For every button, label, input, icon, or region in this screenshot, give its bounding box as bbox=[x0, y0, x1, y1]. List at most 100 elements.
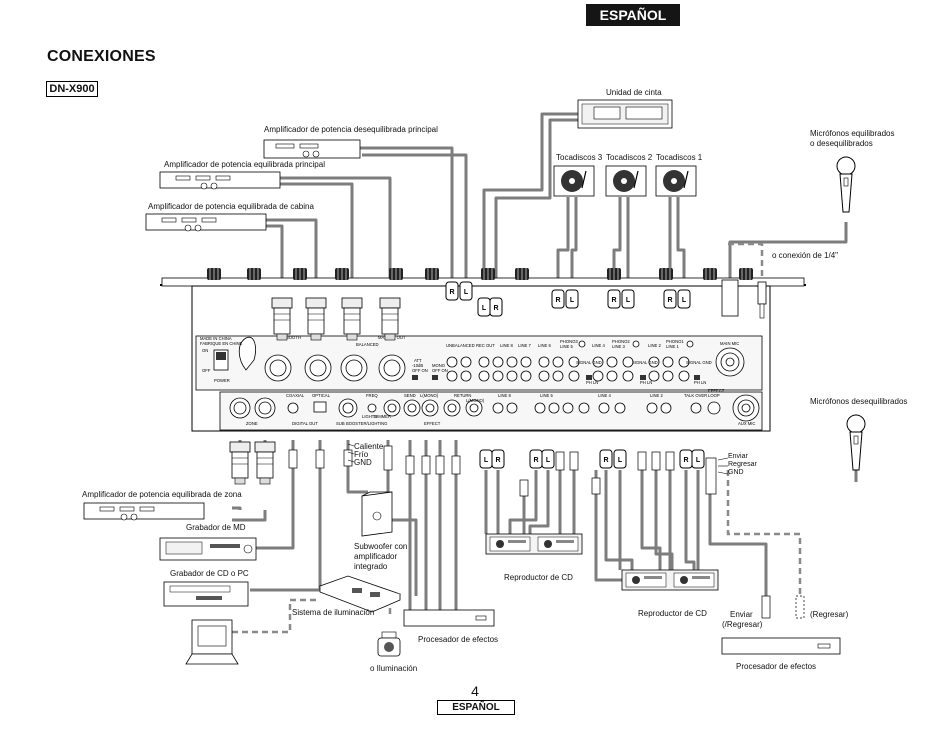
page-number: 4 bbox=[471, 683, 479, 699]
label-subwoofer-3: integrado bbox=[354, 562, 388, 571]
rca-plug-label: L bbox=[696, 457, 701, 464]
panel-mono-switch: OFF ON bbox=[432, 368, 448, 373]
panel-line5: LINE 5 bbox=[560, 344, 573, 349]
cd-pc-recorder-device bbox=[163, 581, 249, 607]
panel-send: SEND bbox=[404, 393, 416, 398]
effects-processor-2-device bbox=[721, 637, 841, 655]
label-cd-player-1: Reproductor de CD bbox=[504, 573, 573, 582]
label-mic-balanced-1: Micrófonos equilibrados bbox=[810, 129, 895, 138]
model-label: DN-X900 bbox=[46, 81, 98, 97]
mic-plug-top bbox=[721, 279, 767, 319]
panel-phono3: PHONO3 bbox=[560, 339, 578, 344]
rca-plug-label: R bbox=[533, 457, 538, 464]
label-mic-unbalanced: Micrófonos desequilibrados bbox=[810, 397, 908, 406]
panel-coaxial: COAXIAL bbox=[286, 393, 305, 398]
panel-line3: LINE 3 bbox=[612, 344, 625, 349]
effects-processor-1-device bbox=[403, 609, 495, 627]
footer-language: ESPAÑOL bbox=[437, 700, 515, 715]
panel-power: POWER bbox=[214, 378, 230, 383]
rca-plug-label: R bbox=[667, 297, 672, 304]
label-lighting-system: Sistema de iluminación bbox=[292, 608, 375, 617]
label-subwoofer-2: amplificador bbox=[354, 552, 398, 561]
label-trs-send: Enviar bbox=[728, 453, 748, 460]
rca-plug-label: L bbox=[484, 457, 489, 464]
panel-line6: LINE 6 bbox=[538, 343, 551, 348]
label-mic-balanced-2: o desequilibrados bbox=[810, 139, 873, 148]
panel-signal-gnd-3: SIGNAL GND bbox=[576, 360, 602, 365]
label-turntable-1: Tocadiscos 1 bbox=[656, 153, 703, 162]
bottom-rca-plugs: L R R L R L R L bbox=[479, 449, 705, 469]
panel-made-in-1: MADE IN CHINA bbox=[200, 336, 232, 341]
cd-player-2-device bbox=[621, 569, 719, 591]
panel-freq: FREQ bbox=[366, 393, 378, 398]
rca-plug-label: L bbox=[618, 457, 623, 464]
label-return-only: (Regresar) bbox=[810, 610, 849, 619]
panel-effect-loop-2: LOOP bbox=[708, 393, 720, 398]
turntable-1-device bbox=[655, 165, 697, 197]
cd-player-1-device bbox=[485, 533, 583, 555]
mixer-top-panel bbox=[160, 268, 806, 287]
mic-balanced-device bbox=[836, 156, 856, 213]
top-rca-plugs: R L L R R L R L R L bbox=[445, 281, 691, 317]
rca-plug-label: R bbox=[495, 457, 500, 464]
unbalanced-main-amp-device bbox=[263, 139, 361, 159]
label-effects-2: Procesador de efectos bbox=[736, 662, 817, 671]
panel-aux-mic: AUX MIC bbox=[738, 421, 755, 426]
label-send-1: Enviar bbox=[730, 610, 753, 619]
label-turntable-2: Tocadiscos 2 bbox=[606, 153, 653, 162]
lighting-system-device bbox=[318, 575, 402, 613]
panel-signal-gnd-2: SIGNAL GND bbox=[632, 360, 658, 365]
label-or-lighting: o Iluminación bbox=[370, 664, 418, 673]
rca-plug-label: R bbox=[449, 289, 454, 296]
panel-optical: OPTICAL bbox=[312, 393, 331, 398]
pin-leaders bbox=[347, 443, 729, 475]
rca-plug-label: L bbox=[464, 289, 469, 296]
panel-phono2: PHONO2 bbox=[612, 339, 630, 344]
plain-plugs bbox=[288, 445, 805, 619]
label-pin-cold: Frío bbox=[354, 450, 369, 459]
turntable-3-device bbox=[553, 165, 595, 197]
label-unbalanced-main-amp: Amplificador de potencia desequilibrada … bbox=[264, 125, 438, 134]
panel-sub: SUB bbox=[336, 421, 345, 426]
panel-mono: MONO bbox=[432, 363, 446, 368]
panel-made-in-2: FABRIQUE EN CHINE bbox=[200, 341, 243, 346]
cables bbox=[232, 112, 858, 610]
panel-line2: LINE 2 bbox=[648, 343, 661, 348]
panel-effect: EFFECT bbox=[424, 421, 441, 426]
panel-att-db: -10dB bbox=[412, 363, 423, 368]
panel-return: RETURN bbox=[454, 393, 471, 398]
balanced-main-amp-device bbox=[159, 171, 281, 190]
panel-dimmer: DIMMER bbox=[374, 414, 391, 419]
panel-rec-out: REC OUT bbox=[476, 343, 495, 348]
label-turntable-3: Tocadiscos 3 bbox=[556, 153, 603, 162]
panel-att: ATT bbox=[414, 358, 422, 363]
rca-plug-label: L bbox=[626, 297, 631, 304]
label-quarter-inch: o conexión de 1/4" bbox=[772, 251, 838, 260]
label-trs-return: Regresar bbox=[728, 461, 757, 468]
label-md-recorder: Grabador de MD bbox=[186, 523, 246, 532]
rca-plug-label: R bbox=[611, 297, 616, 304]
rca-plug-label: R bbox=[603, 457, 608, 464]
label-trs-gnd: GND bbox=[728, 469, 744, 476]
panel-return-l-mono: L(MONO) bbox=[466, 398, 485, 403]
pc-monitor-device bbox=[185, 619, 239, 665]
label-cd-pc-recorder: Grabador de CD o PC bbox=[170, 569, 249, 578]
panel-unbalanced: UNBALANCED bbox=[446, 343, 475, 348]
rca-plug-label: R bbox=[683, 457, 688, 464]
panel-phono1: PHONO1 bbox=[666, 339, 684, 344]
label-zone-amp: Amplificador de potencia equilibrada de … bbox=[82, 490, 242, 499]
md-recorder-device bbox=[159, 537, 257, 561]
label-booth-amp: Amplificador de potencia equilibrada de … bbox=[148, 202, 314, 211]
panel-ph-ln-2: PH LN bbox=[640, 380, 652, 385]
label-tape-unit: Unidad de cinta bbox=[606, 88, 662, 97]
rca-plug-label: R bbox=[555, 297, 560, 304]
panel-line8: LINE 8 bbox=[500, 343, 513, 348]
panel-effect-loop-1: EFFECT bbox=[708, 388, 725, 393]
booth-amp-device bbox=[145, 213, 267, 232]
label-cd-player-2: Reproductor de CD bbox=[638, 609, 707, 618]
panel-booster-lighting: BOOSTER/LIGHTING bbox=[346, 421, 387, 426]
panel-on: ON bbox=[202, 348, 208, 353]
panel-signal-gnd-1: SIGNAL GND bbox=[686, 360, 712, 365]
panel-line5-low: LINE 5 bbox=[540, 393, 553, 398]
